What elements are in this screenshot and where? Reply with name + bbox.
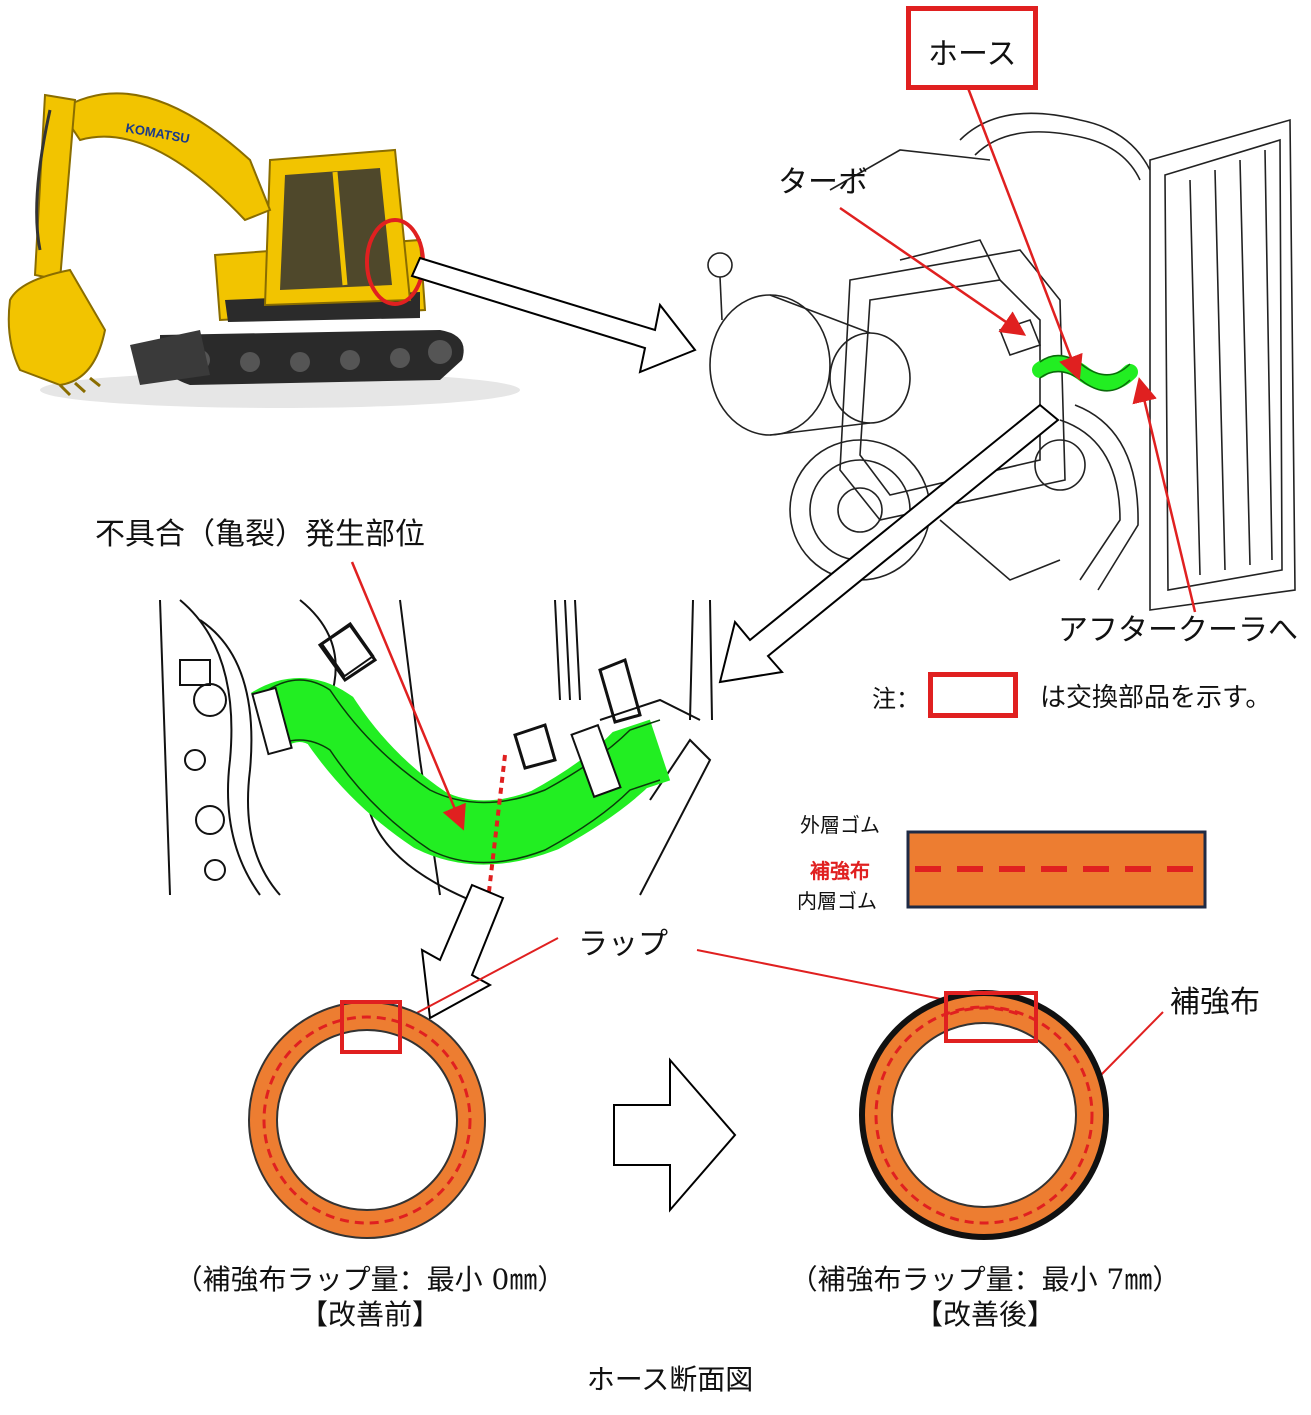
reinforcement-callout-line [1097, 1011, 1164, 1079]
aftercooler-callout-line [1132, 377, 1197, 613]
note-suffix: は交換部品を示す。 [1040, 683, 1272, 713]
closeup-hose-highlight [251, 678, 671, 865]
wrap-label: ラップ [578, 927, 668, 962]
hose-callout-line [966, 87, 1083, 381]
before-caption: （補強布ラップ量：最小 0㎜） 【改善前】 [170, 1262, 570, 1332]
note-legend-box [928, 672, 1018, 718]
after-title: 【改善後】 [914, 1298, 1055, 1331]
inner-rubber-label: 内層ゴム [797, 889, 877, 913]
crack-line [486, 754, 507, 901]
after-detail: （補強布ラップ量：最小 7㎜） [789, 1263, 1181, 1296]
wrap-callout-left [395, 937, 559, 1025]
layer-legend-bar [906, 830, 1207, 909]
outer-rubber-label: 外層ゴム [800, 813, 880, 837]
turbo-callout-line [839, 206, 1027, 336]
cross-section-after [859, 990, 1109, 1240]
turbo-label: ターボ [778, 165, 868, 200]
hose-label: ホース [928, 37, 1017, 72]
right-arrow-icon [613, 1057, 737, 1213]
defect-callout-line [350, 561, 466, 831]
defect-location-label: 不具合（亀裂）発生部位 [95, 517, 425, 552]
arrow-to-closeup [718, 403, 1060, 684]
hose-closeup-drawing [159, 599, 713, 901]
before-title: 【改善前】 [299, 1298, 440, 1331]
wrap-callout-right [696, 949, 947, 1001]
after-caption: （補強布ラップ量：最小 7㎜） 【改善後】 [780, 1262, 1190, 1332]
arrow-to-engine [410, 256, 697, 374]
wrap-box-after [944, 991, 1038, 1043]
reinforcement-label: 補強布 [1170, 985, 1260, 1020]
hose-label-box [906, 6, 1038, 90]
reinforcement-small-label: 補強布 [810, 859, 870, 883]
aftercooler-label: アフタークーラへ [1058, 613, 1298, 648]
engine-drawing [707, 112, 1296, 611]
engine-hose-highlight [1032, 355, 1138, 391]
excavator-illustration: KOMATSU [7, 92, 520, 408]
arrow-to-section [420, 883, 505, 1020]
note-prefix: 注： [872, 685, 920, 713]
wrap-box-before [340, 1000, 402, 1054]
section-title: ホース断面図 [586, 1363, 754, 1396]
before-detail: （補強布ラップ量：最小 0㎜） [174, 1263, 566, 1296]
cross-section-before [248, 1000, 486, 1239]
